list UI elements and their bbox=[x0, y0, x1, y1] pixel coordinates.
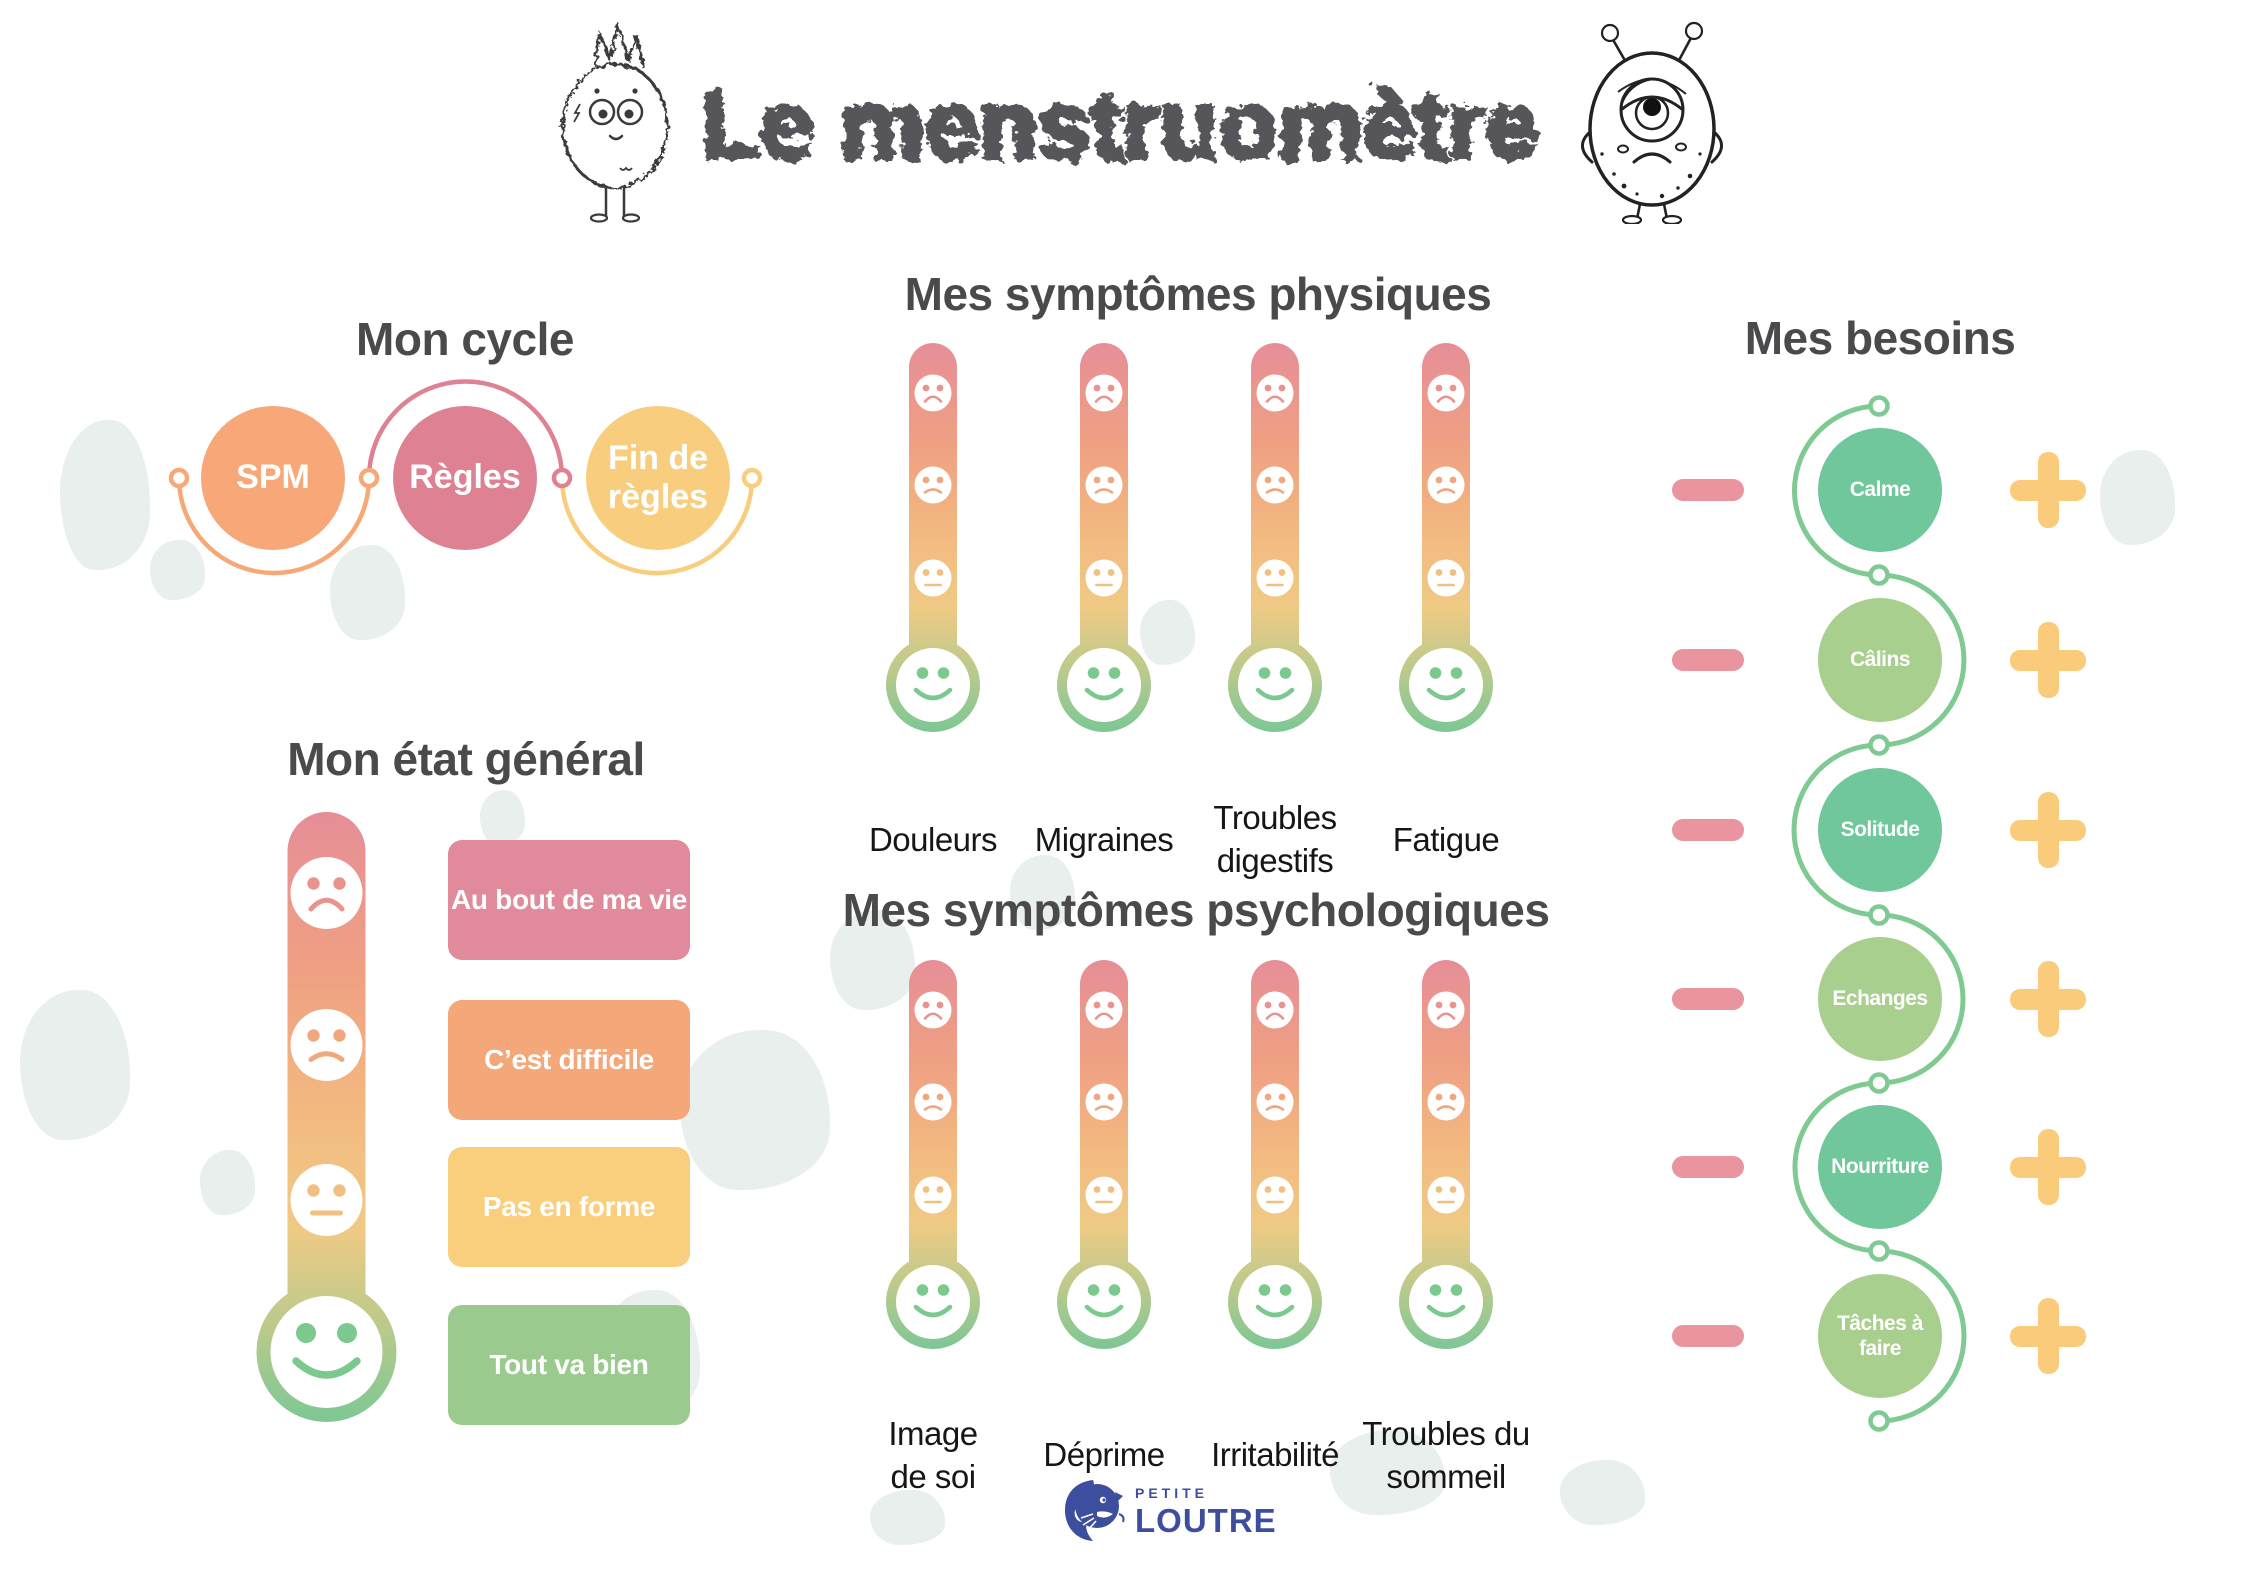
need-label: Calme bbox=[1849, 478, 1911, 502]
cycle-connector-arcs bbox=[168, 379, 763, 576]
thermometer-image-de-soi bbox=[885, 960, 981, 1350]
background-blob bbox=[870, 1490, 945, 1545]
face-very-sad-icon bbox=[290, 857, 363, 929]
background-blob bbox=[200, 1150, 255, 1215]
psych-label-irritabilite: Irritabilité bbox=[1211, 1436, 1339, 1474]
cycle-phase-label: Règles bbox=[409, 458, 521, 497]
plus-icon[interactable] bbox=[2010, 1129, 2086, 1205]
face-neutral-icon bbox=[290, 1164, 363, 1236]
state-box-label: Tout va bien bbox=[489, 1349, 649, 1380]
need-circle-taches-a-faire: Tâches à faire bbox=[1818, 1274, 1942, 1398]
logo-loutre-text: LOUTRE bbox=[1135, 1501, 1277, 1539]
state-box-label: C’est difficile bbox=[484, 1044, 654, 1075]
minus-icon[interactable] bbox=[1672, 1325, 1744, 1347]
need-label: Echanges bbox=[1832, 987, 1928, 1011]
physical-section-title: Mes symptômes physiques bbox=[904, 268, 1492, 320]
plus-icon[interactable] bbox=[2010, 961, 2086, 1037]
main-title: Le menstruomètre bbox=[701, 72, 1539, 179]
need-circle-calme: Calme bbox=[1818, 428, 1942, 552]
minus-icon[interactable] bbox=[1672, 1156, 1744, 1178]
cycle-phase-label: Fin de règles bbox=[607, 438, 709, 516]
logo-petite-text: PETITE bbox=[1135, 1484, 1209, 1501]
background-blob bbox=[60, 420, 150, 570]
need-circle-solitude: Solitude bbox=[1818, 768, 1942, 892]
cycle-phase-spm[interactable]: SPM bbox=[201, 406, 345, 550]
background-blob bbox=[20, 990, 130, 1140]
minus-icon[interactable] bbox=[1672, 649, 1744, 671]
need-label: Nourriture bbox=[1831, 1155, 1929, 1179]
background-blob bbox=[680, 1030, 830, 1190]
background-blob bbox=[150, 540, 205, 600]
need-label: Tâches à faire bbox=[1837, 1311, 1923, 1360]
brand-logo: PETITE LOUTRE bbox=[1063, 1478, 1277, 1544]
minus-icon[interactable] bbox=[1672, 479, 1744, 501]
plus-icon[interactable] bbox=[2010, 1298, 2086, 1374]
need-label: Câlins bbox=[1849, 648, 1911, 672]
need-circle-calins: Câlins bbox=[1818, 598, 1942, 722]
thermometer-deprime bbox=[1056, 960, 1152, 1350]
state-box-pas-en-forme[interactable]: Pas en forme bbox=[448, 1147, 690, 1267]
psych-label-deprime: Déprime bbox=[1043, 1436, 1165, 1474]
background-blob bbox=[330, 545, 405, 640]
state-box-label: Pas en forme bbox=[482, 1191, 656, 1222]
state-box-tout-va-bien[interactable]: Tout va bien bbox=[448, 1305, 690, 1425]
plus-icon[interactable] bbox=[2010, 622, 2086, 698]
thermometer-troubles-du-sommeil bbox=[1398, 960, 1494, 1350]
besoins-connector-curve bbox=[1791, 395, 1967, 1432]
thermometer-fatigue bbox=[1398, 343, 1494, 733]
fluffy-monster-illustration bbox=[561, 22, 669, 223]
main-title-graphic: Le menstruomètre bbox=[699, 70, 1542, 182]
plus-icon[interactable] bbox=[2010, 792, 2086, 868]
otter-logo-icon bbox=[1065, 1480, 1125, 1541]
cycle-phase-regles[interactable]: Règles bbox=[393, 406, 537, 550]
physical-label-fatigue: Fatigue bbox=[1392, 820, 1500, 858]
minus-icon[interactable] bbox=[1672, 988, 1744, 1010]
plus-icon[interactable] bbox=[2010, 452, 2086, 528]
background-blob bbox=[2100, 450, 2175, 545]
background-blob bbox=[480, 790, 525, 845]
physical-label-troubles-digestifs: Troubles digestifs bbox=[1213, 799, 1337, 879]
psych-label-image-de-soi: Image de soi bbox=[888, 1414, 978, 1495]
need-label: Solitude bbox=[1840, 818, 1920, 842]
need-circle-nourriture: Nourriture bbox=[1818, 1105, 1942, 1229]
state-box-label: Au bout de ma vie bbox=[450, 884, 688, 915]
minus-icon[interactable] bbox=[1672, 819, 1744, 841]
besoins-section-title: Mes besoins bbox=[1744, 312, 2016, 364]
psych-label-troubles-du-sommeil: Troubles du sommeil bbox=[1362, 1414, 1530, 1495]
need-circle-echanges: Echanges bbox=[1818, 937, 1942, 1061]
state-box-cest-difficile[interactable]: C’est difficile bbox=[448, 1000, 690, 1120]
face-sad-icon bbox=[290, 1009, 363, 1081]
general-state-thermometer bbox=[256, 812, 397, 1422]
background-blob bbox=[1010, 855, 1075, 930]
thermometer-migraines bbox=[1056, 343, 1152, 733]
cycle-phase-fin-de-regles[interactable]: Fin de règles bbox=[586, 406, 730, 550]
cycle-section-title: Mon cycle bbox=[356, 313, 574, 365]
thermometer-irritabilite bbox=[1227, 960, 1323, 1350]
cycle-phase-label: SPM bbox=[236, 458, 310, 497]
general-section-title: Mon état général bbox=[287, 733, 645, 785]
alien-monster-illustration bbox=[1581, 21, 1723, 224]
thermometer-troubles-digestifs bbox=[1227, 343, 1323, 733]
physical-label-douleurs: Douleurs bbox=[868, 820, 998, 858]
physical-label-migraines: Migraines bbox=[1034, 820, 1174, 858]
face-happy-bulb-icon bbox=[256, 1282, 397, 1422]
background-blob bbox=[1330, 1430, 1445, 1515]
background-blob bbox=[830, 910, 915, 1010]
psychological-section-title: Mes symptômes psychologiques bbox=[842, 884, 1550, 936]
background-blob bbox=[1560, 1460, 1645, 1525]
thermometer-douleurs bbox=[885, 343, 981, 733]
state-box-au-bout-de-ma-vie[interactable]: Au bout de ma vie bbox=[448, 840, 690, 960]
background-blob bbox=[1140, 600, 1195, 665]
